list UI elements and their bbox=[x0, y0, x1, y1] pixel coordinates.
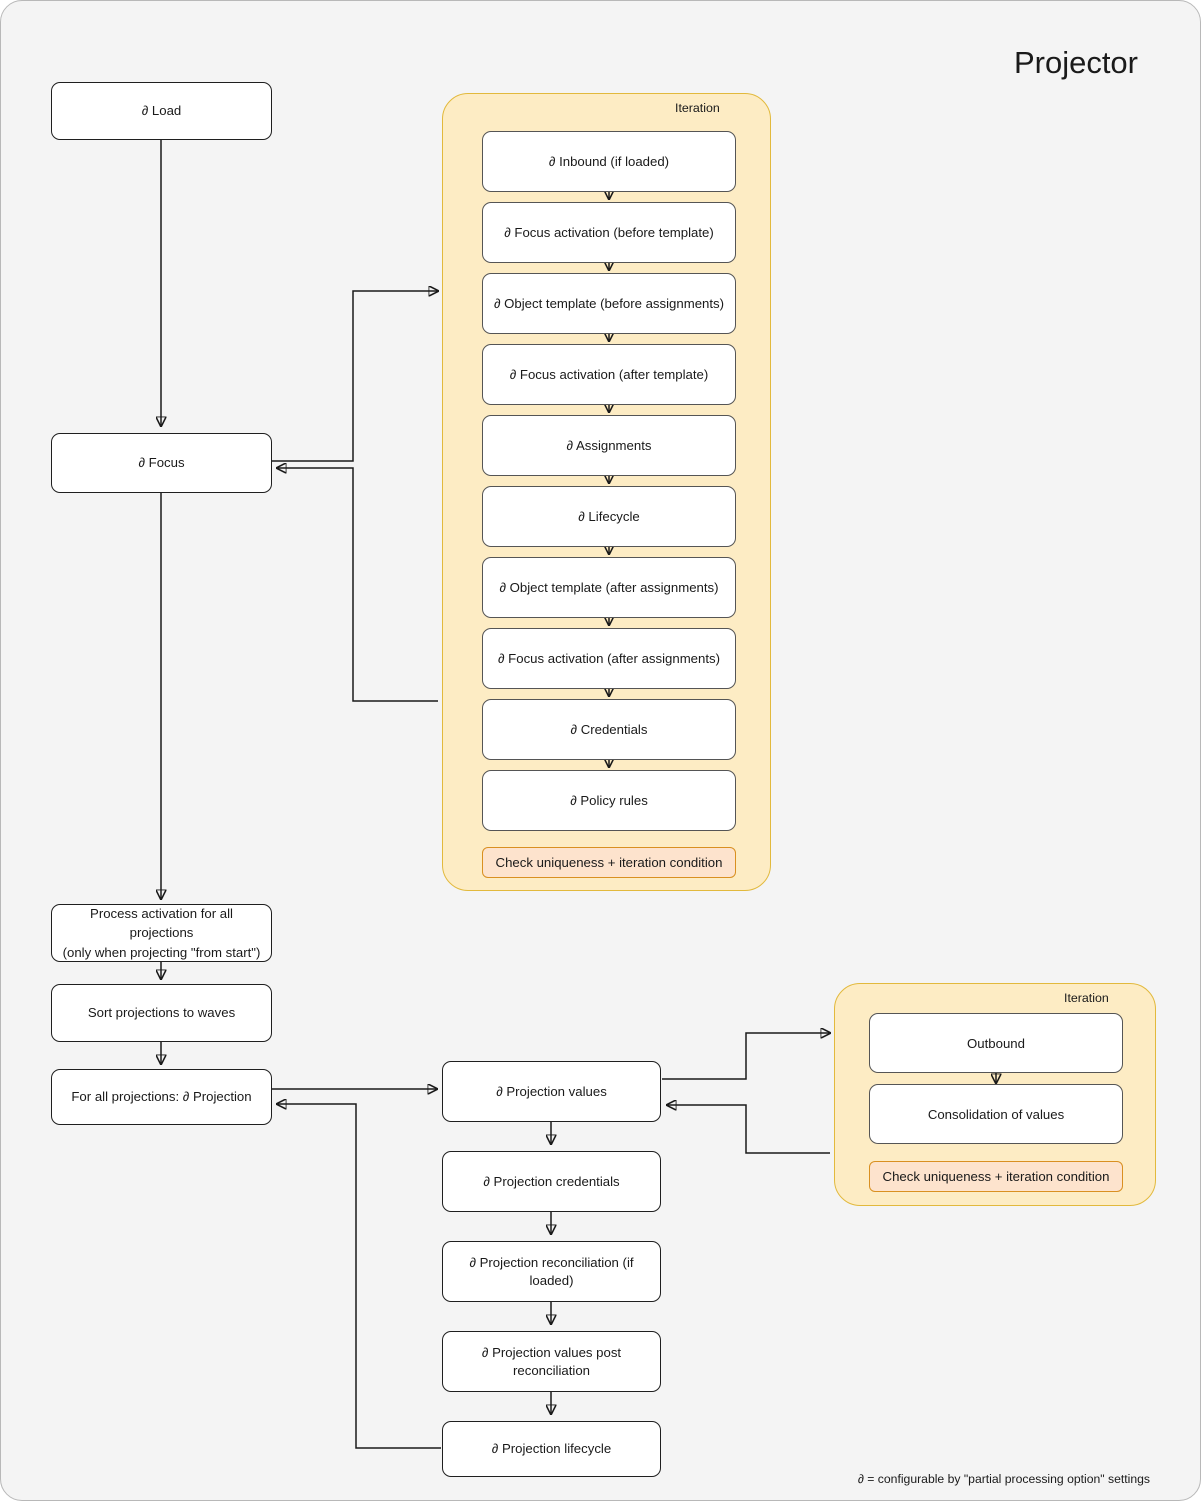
node-projection-lifecycle-label: ∂ Projection lifecycle bbox=[491, 1441, 612, 1457]
focus-step-activation-before-template[interactable]: ∂ Focus activation (before template) bbox=[482, 202, 736, 263]
projection-step-outbound[interactable]: Outbound bbox=[869, 1013, 1123, 1073]
legend-footnote: ∂ = configurable by "partial processing … bbox=[857, 1472, 1150, 1486]
focus-step-label: ∂ Focus activation (before template) bbox=[504, 225, 714, 240]
focus-step-label: ∂ Lifecycle bbox=[578, 509, 640, 524]
focus-step-policy-rules[interactable]: ∂ Policy rules bbox=[482, 770, 736, 831]
node-projection-values-label: ∂ Projection values bbox=[496, 1083, 607, 1099]
projection-iteration-check-label: Check uniqueness + iteration condition bbox=[882, 1169, 1110, 1184]
projection-iteration-label: Iteration bbox=[1064, 991, 1109, 1005]
focus-step-lifecycle[interactable]: ∂ Lifecycle bbox=[482, 486, 736, 547]
focus-step-activation-after-template[interactable]: ∂ Focus activation (after template) bbox=[482, 344, 736, 405]
focus-step-label: ∂ Policy rules bbox=[570, 793, 648, 808]
node-load-label: ∂ Load bbox=[141, 103, 182, 119]
focus-step-label: ∂ Inbound (if loaded) bbox=[548, 154, 670, 169]
node-focus-label: ∂ Focus bbox=[138, 455, 185, 471]
node-process-activation-line1: Process activation for all projections bbox=[90, 906, 233, 941]
node-projection-values[interactable]: ∂ Projection values bbox=[442, 1061, 661, 1122]
node-projection-credentials[interactable]: ∂ Projection credentials bbox=[442, 1151, 661, 1212]
focus-iteration-label: Iteration bbox=[675, 101, 720, 115]
node-for-all-projections-label: For all projections: ∂ Projection bbox=[71, 1089, 252, 1105]
projection-step-label: Outbound bbox=[967, 1035, 1025, 1051]
node-sort-projections[interactable]: Sort projections to waves bbox=[51, 984, 272, 1042]
focus-step-label: ∂ Focus activation (after template) bbox=[509, 367, 709, 382]
node-sort-projections-label: Sort projections to waves bbox=[87, 1005, 236, 1021]
focus-iteration-check[interactable]: Check uniqueness + iteration condition bbox=[482, 847, 736, 878]
node-projection-values-post-reconciliation[interactable]: ∂ Projection values post reconciliation bbox=[442, 1331, 661, 1392]
focus-step-assignments[interactable]: ∂ Assignments bbox=[482, 415, 736, 476]
projection-step-label: Consolidation of values bbox=[927, 1106, 1065, 1122]
node-focus[interactable]: ∂ Focus bbox=[51, 433, 272, 493]
focus-step-label: ∂ Object template (before assignments) bbox=[493, 296, 725, 311]
focus-iteration-check-label: Check uniqueness + iteration condition bbox=[495, 855, 723, 870]
focus-step-object-template-after-assignments[interactable]: ∂ Object template (after assignments) bbox=[482, 557, 736, 618]
projection-iteration-check[interactable]: Check uniqueness + iteration condition bbox=[869, 1161, 1123, 1192]
projection-step-consolidation[interactable]: Consolidation of values bbox=[869, 1084, 1123, 1144]
node-process-activation[interactable]: Process activation for all projections (… bbox=[51, 904, 272, 962]
focus-step-label: ∂ Assignments bbox=[566, 438, 652, 453]
page-title: Projector bbox=[1013, 45, 1138, 80]
node-projection-reconciliation-label: ∂ Projection reconciliation (if loaded) bbox=[469, 1254, 634, 1288]
focus-step-activation-after-assignments[interactable]: ∂ Focus activation (after assignments) bbox=[482, 628, 736, 689]
node-process-activation-line2: (only when projecting "from start") bbox=[62, 944, 261, 960]
node-load[interactable]: ∂ Load bbox=[51, 82, 272, 140]
node-projection-lifecycle[interactable]: ∂ Projection lifecycle bbox=[442, 1421, 661, 1477]
focus-step-label: ∂ Object template (after assignments) bbox=[499, 580, 719, 595]
node-projection-reconciliation[interactable]: ∂ Projection reconciliation (if loaded) bbox=[442, 1241, 661, 1302]
focus-step-credentials[interactable]: ∂ Credentials bbox=[482, 699, 736, 760]
node-projection-credentials-label: ∂ Projection credentials bbox=[483, 1173, 620, 1189]
focus-step-label: ∂ Focus activation (after assignments) bbox=[498, 651, 720, 666]
focus-step-inbound[interactable]: ∂ Inbound (if loaded) bbox=[482, 131, 736, 192]
node-projection-values-post-label: ∂ Projection values post reconciliation bbox=[481, 1344, 622, 1378]
focus-step-object-template-before-assignments[interactable]: ∂ Object template (before assignments) bbox=[482, 273, 736, 334]
node-for-all-projections[interactable]: For all projections: ∂ Projection bbox=[51, 1069, 272, 1125]
focus-step-label: ∂ Credentials bbox=[570, 722, 648, 737]
